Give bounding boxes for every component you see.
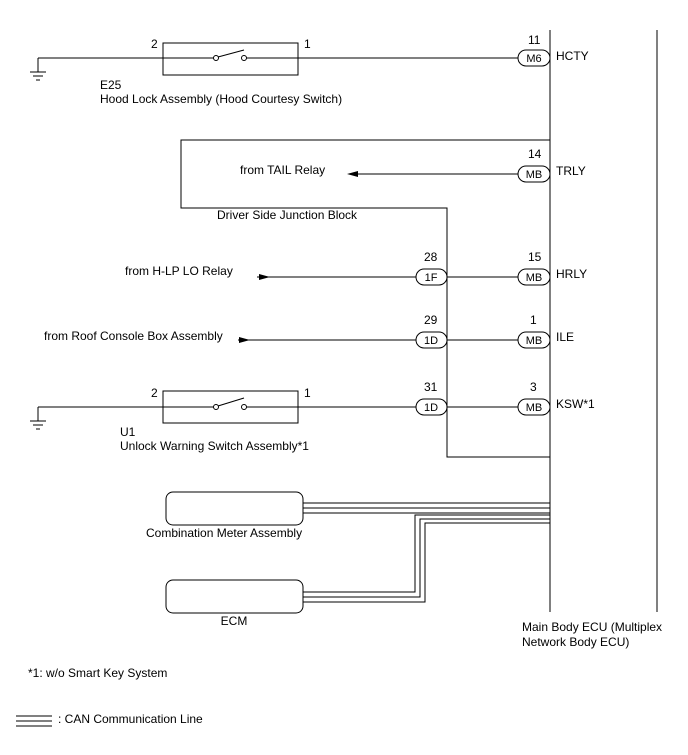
arrow-hlp [259, 274, 270, 280]
jb-1d-b-connector: 1D [424, 402, 438, 414]
hood-pin-left: 2 [151, 37, 158, 51]
hrly-pin: 15 [528, 250, 542, 264]
combination-meter-label: Combination Meter Assembly [146, 526, 302, 540]
ground-symbol-hood [30, 71, 46, 81]
hrly-signal: HRLY [556, 267, 587, 281]
unlock-pin-right: 1 [304, 386, 311, 400]
arrow-roof [239, 337, 250, 343]
unlock-switch-name: Unlock Warning Switch Assembly*1 [120, 439, 309, 453]
ecu-label-line1: Main Body ECU (Multiplex [522, 620, 662, 634]
hrly-connector: MB [526, 272, 543, 284]
hlp-relay-label: from H-LP LO Relay [125, 264, 233, 278]
ksw-pin: 3 [530, 380, 537, 394]
trly-connector: MB [526, 169, 543, 181]
ile-connector: MB [526, 335, 543, 347]
hood-switch-code: E25 [100, 78, 122, 92]
ecm-box [165, 579, 304, 614]
hood-pin-right: 1 [304, 37, 311, 51]
ile-circuit: from Roof Console Box Assembly 29 1D 1 M… [44, 313, 574, 349]
ecm-label: ECM [221, 614, 248, 628]
trly-signal: TRLY [556, 164, 586, 178]
junction-block: Driver Side Junction Block [180, 139, 550, 458]
tail-relay-label: from TAIL Relay [240, 163, 325, 177]
hood-switch-box [162, 42, 299, 76]
unlock-switch-circuit: 2 1 31 1D 3 MB KSW*1 U1 Unlock Warning S… [30, 380, 595, 453]
ecu-label-line2: Network Body ECU) [522, 635, 629, 649]
jb-1d-b-pin: 31 [424, 380, 438, 394]
connector-hcty: 11 M6 HCTY [517, 33, 589, 67]
hcty-signal: HCTY [556, 49, 589, 63]
jb-1d-a-pin: 29 [424, 313, 438, 327]
trly-circuit: from TAIL Relay 14 MB TRLY [240, 147, 586, 183]
combination-meter-box [165, 491, 304, 526]
hcty-connector: M6 [526, 53, 541, 65]
can-bus: Combination Meter Assembly ECM [146, 491, 550, 628]
jb-1f-pin: 28 [424, 250, 438, 264]
hrly-circuit: from H-LP LO Relay 28 1F 15 MB HRLY [125, 250, 587, 286]
roof-console-label: from Roof Console Box Assembly [44, 329, 223, 343]
legend-can-label: : CAN Communication Line [58, 712, 203, 726]
legend-can-symbol [16, 715, 52, 727]
ile-signal: ILE [556, 330, 574, 344]
jb-1d-a-connector: 1D [424, 335, 438, 347]
hood-switch-circuit: 2 1 E25 Hood Lock Assembly (Hood Courtes… [30, 37, 518, 106]
jb-1f-connector: 1F [425, 272, 438, 284]
unlock-pin-left: 2 [151, 386, 158, 400]
ksw-connector: MB [526, 402, 543, 414]
ground-symbol-unlock [30, 420, 46, 430]
junction-block-label: Driver Side Junction Block [217, 208, 358, 222]
hcty-pin: 11 [528, 33, 541, 47]
ksw-signal: KSW*1 [556, 397, 595, 411]
unlock-switch-code: U1 [120, 425, 136, 439]
footnote: *1: w/o Smart Key System [28, 666, 167, 680]
ile-pin: 1 [530, 313, 537, 327]
trly-pin: 14 [528, 147, 542, 161]
hood-switch-name: Hood Lock Assembly (Hood Courtesy Switch… [100, 92, 342, 106]
arrow-tail [347, 171, 358, 177]
